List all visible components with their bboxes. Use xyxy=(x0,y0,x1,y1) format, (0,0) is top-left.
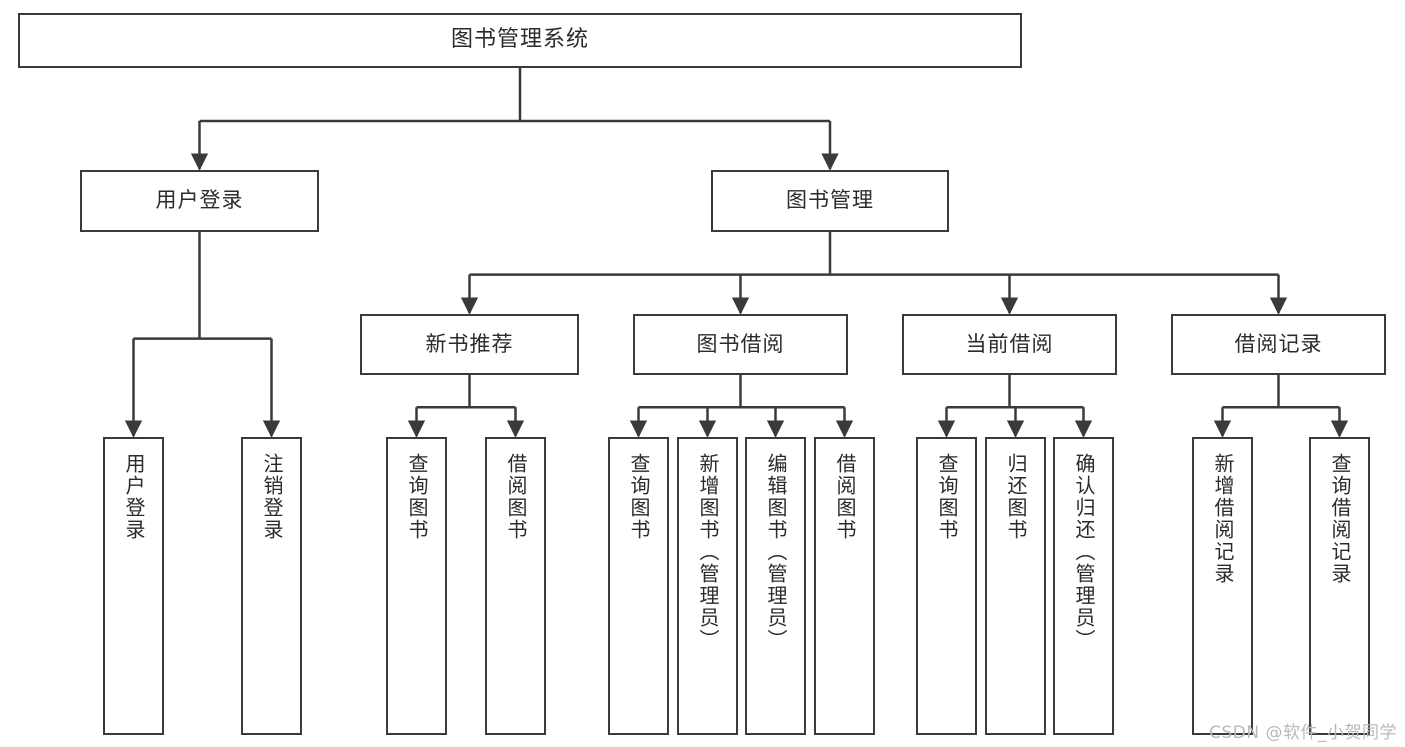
node-new-book-rec[interactable]: 新书推荐 xyxy=(360,314,579,375)
node-label: 查询图书 xyxy=(935,453,959,541)
node-leaf-return-book[interactable]: 归还图书 xyxy=(985,437,1046,735)
node-book-borrow[interactable]: 图书借阅 xyxy=(633,314,848,375)
node-leaf-logout[interactable]: 注销登录 xyxy=(241,437,302,735)
node-current-borrow[interactable]: 当前借阅 xyxy=(902,314,1117,375)
node-leaf-borrow-book-rec[interactable]: 借阅图书 xyxy=(485,437,546,735)
node-label: 借阅图书 xyxy=(504,453,528,541)
node-label: 确认归还（管理员） xyxy=(1072,453,1096,651)
node-leaf-query-book-borrow[interactable]: 查询图书 xyxy=(608,437,669,735)
node-leaf-query-book-rec[interactable]: 查询图书 xyxy=(386,437,447,735)
node-label: 归还图书 xyxy=(1004,453,1028,541)
node-leaf-add-book[interactable]: 新增图书（管理员） xyxy=(677,437,738,735)
node-label: 注销登录 xyxy=(260,453,284,541)
csdn-watermark: CSDN @软件_小贺同学 xyxy=(1209,723,1397,743)
node-borrow-record[interactable]: 借阅记录 xyxy=(1171,314,1386,375)
node-label: 用户登录 xyxy=(122,453,146,541)
node-label: 查询借阅记录 xyxy=(1328,453,1352,585)
node-leaf-edit-book[interactable]: 编辑图书（管理员） xyxy=(745,437,806,735)
node-label: 借阅图书 xyxy=(833,453,857,541)
node-leaf-query-book-cur[interactable]: 查询图书 xyxy=(916,437,977,735)
node-label: 新增图书（管理员） xyxy=(696,453,720,651)
node-leaf-add-borrow-record[interactable]: 新增借阅记录 xyxy=(1192,437,1253,735)
node-leaf-user-login[interactable]: 用户登录 xyxy=(103,437,164,735)
node-label: 查询图书 xyxy=(627,453,651,541)
node-leaf-query-borrow-record[interactable]: 查询借阅记录 xyxy=(1309,437,1370,735)
node-label: 查询图书 xyxy=(405,453,429,541)
node-user-login[interactable]: 用户登录 xyxy=(80,170,319,232)
node-leaf-borrow-book[interactable]: 借阅图书 xyxy=(814,437,875,735)
node-book-manage[interactable]: 图书管理 xyxy=(711,170,949,232)
node-root[interactable]: 图书管理系统 xyxy=(18,13,1022,68)
node-leaf-confirm-return[interactable]: 确认归还（管理员） xyxy=(1053,437,1114,735)
node-label: 编辑图书（管理员） xyxy=(764,453,788,651)
node-label: 新增借阅记录 xyxy=(1211,453,1235,585)
